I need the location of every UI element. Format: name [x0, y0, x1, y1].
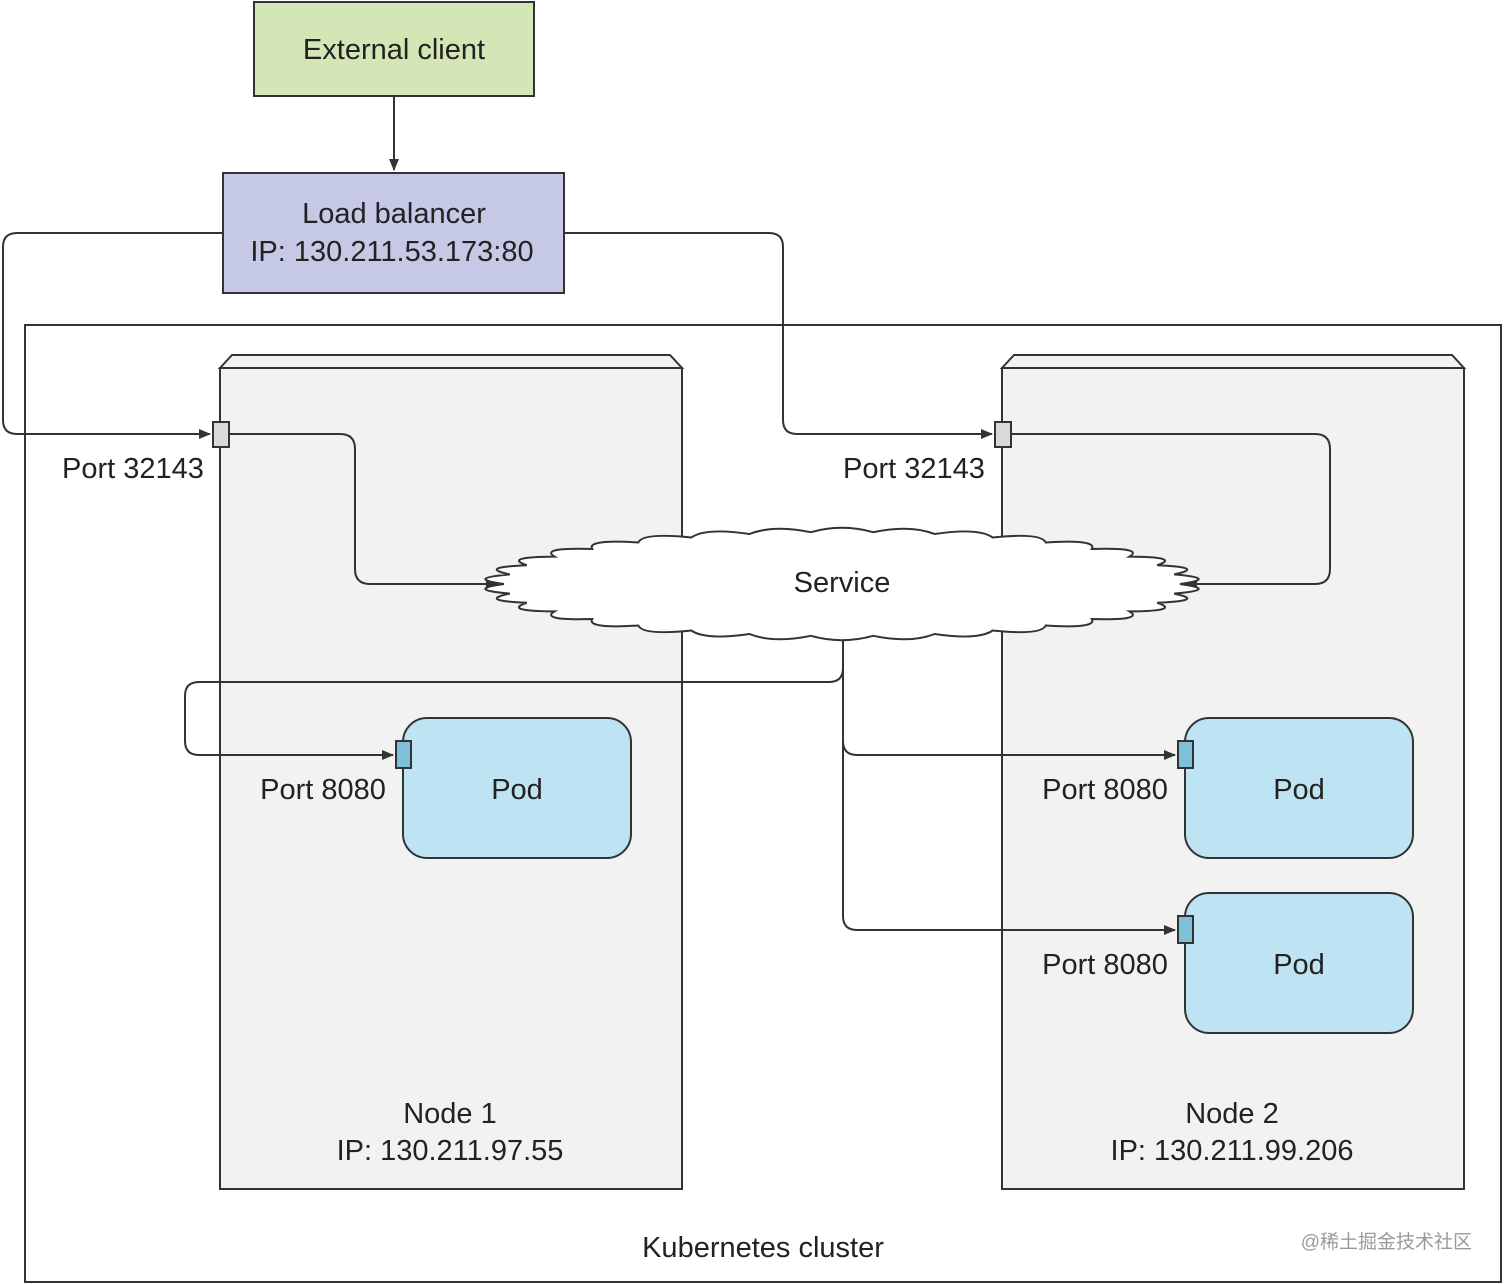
load-balancer-box[interactable]: [222, 172, 565, 294]
node2-port-32143[interactable]: [994, 421, 1012, 448]
service-to-node2-pod2-arrow: [842, 638, 1176, 935]
service-cloud[interactable]: [484, 526, 1200, 642]
node2-pod2-port[interactable]: [1177, 915, 1194, 944]
cluster-label: Kubernetes cluster: [642, 1232, 884, 1264]
lb-to-node1-port-arrow: [2, 232, 223, 439]
external-client-box[interactable]: [253, 1, 535, 97]
node2-ip: IP: 130.211.99.206: [1111, 1135, 1354, 1167]
node2-port-label: Port 32143: [843, 453, 985, 485]
node1-pod-label: Pod: [491, 774, 543, 806]
node1-pod[interactable]: [402, 717, 632, 859]
node1-name: Node 1: [403, 1098, 497, 1130]
external-client-label: External client: [303, 34, 485, 66]
node2-pod-2[interactable]: [1184, 892, 1414, 1034]
node2-name: Node 2: [1185, 1098, 1279, 1130]
watermark: @稀土掘金技术社区: [1301, 1231, 1472, 1253]
node2-pod2-port-label: Port 8080: [1042, 949, 1168, 981]
node2-pod1-port[interactable]: [1177, 740, 1194, 769]
service-to-node1-pod-arrow: [184, 638, 844, 760]
node1-pod-port-label: Port 8080: [260, 774, 386, 806]
load-balancer-ip: IP: 130.211.53.173:80: [250, 236, 533, 268]
lb-to-node2-port-arrow: [564, 232, 993, 439]
node2-pod-1[interactable]: [1184, 717, 1414, 859]
node1-port-32143[interactable]: [212, 421, 230, 448]
node2-pod1-label: Pod: [1273, 774, 1325, 806]
node1-ip: IP: 130.211.97.55: [337, 1135, 564, 1167]
node1-pod-port[interactable]: [395, 740, 412, 769]
node2-pod2-label: Pod: [1273, 949, 1325, 981]
node2-pod1-port-label: Port 8080: [1042, 774, 1168, 806]
load-balancer-label: Load balancer: [302, 198, 486, 230]
node1-port-label: Port 32143: [62, 453, 204, 485]
service-label: Service: [794, 567, 891, 599]
node2-port-to-service-arrow: [1011, 433, 1331, 589]
node1-port-to-service-arrow: [229, 433, 498, 589]
